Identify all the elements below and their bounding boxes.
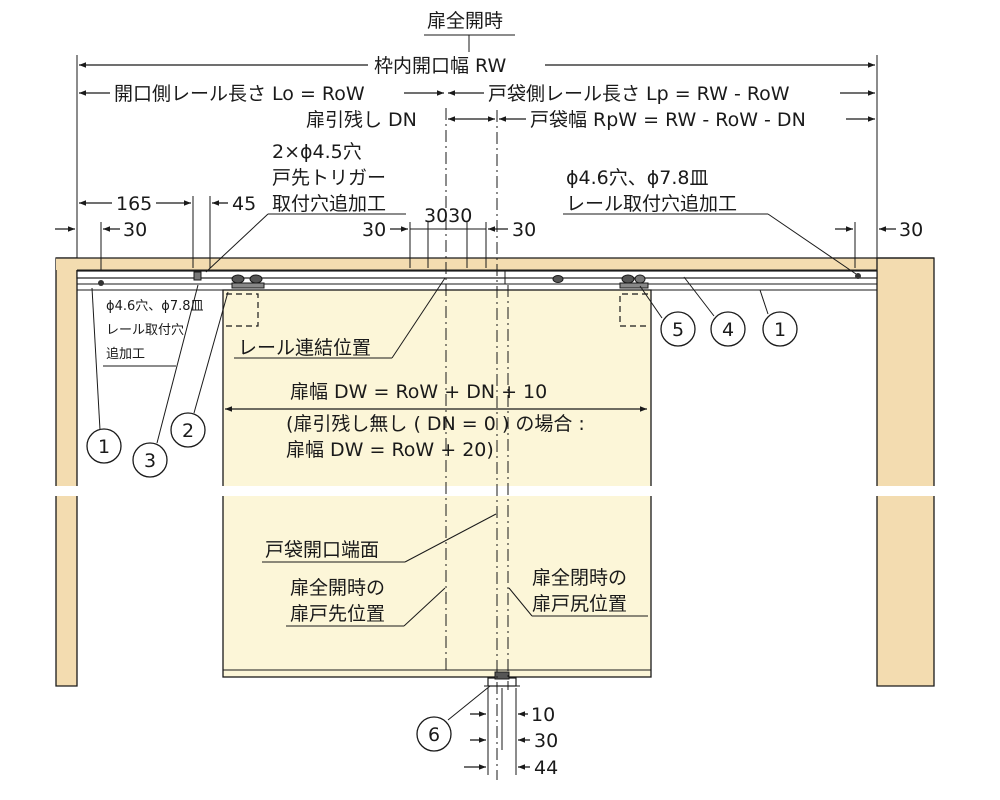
frame: [55, 257, 935, 687]
callout-1-right-number: 1: [774, 319, 786, 341]
dim-rw: 枠内開口幅 RW: [79, 55, 875, 77]
dim-30-mid-left-label: 30: [362, 219, 386, 241]
hanger-hardware: [98, 271, 861, 289]
dim-165-label: 165: [116, 193, 152, 215]
callout-1-right: 1: [759, 289, 798, 347]
callout-4: 4: [683, 276, 746, 347]
dim-45-label: 45: [232, 193, 256, 215]
dim-30-row: 30 30 3030 30 30: [55, 205, 923, 241]
frame-left-jamb: [55, 257, 78, 687]
callout-2: 2: [170, 291, 229, 448]
callout-5: 5: [639, 285, 696, 347]
callout-1-left: 1: [86, 287, 122, 464]
dim-30-left-label: 30: [123, 219, 147, 241]
dim-30-mid-right-label: 30: [512, 219, 536, 241]
trigger-line3: 取付穴追加工: [272, 193, 386, 215]
rail-joint-label: レール連結位置: [238, 337, 371, 359]
annotation-open-lead: 扉全開時の 扉戸先位置: [286, 577, 446, 627]
annotation-rail-hole-right: ϕ4.6穴、ϕ7.8皿 レール取付穴追加工: [563, 167, 857, 275]
top-rail: [76, 270, 878, 291]
dim-dn-rpw: 扉引残し DN 戸袋幅 RpW = RW - RoW - DN: [306, 109, 875, 131]
frame-right-jamb: [876, 257, 935, 687]
door-width-line3: 扉幅 DW = RoW + 20): [286, 439, 494, 461]
open-lead-line1: 扉全開時の: [290, 577, 385, 599]
trigger-line1: 2×ϕ4.5穴: [272, 141, 362, 163]
rail-hole-left-line2: レール取付穴: [106, 323, 184, 338]
annotation-pocket-face: 戸袋開口端面: [262, 513, 497, 563]
rail-hole-left-line3: 追加工: [106, 346, 145, 362]
dim-lo-lp: 開口側レール長さ Lo = RoW 戸袋側レール長さ Lp = RW - RoW: [79, 83, 875, 105]
door-width-line1: 扉幅 DW = RoW + DN + 10: [290, 381, 547, 403]
break-band: [40, 486, 960, 496]
annotation-rail-joint: レール連結位置: [234, 277, 446, 359]
callout-2-number: 2: [182, 420, 194, 442]
door-width-line2: (扉引残し無し ( DN = 0 ) の場合 :: [286, 413, 585, 435]
callout-3: 3: [132, 284, 199, 478]
rail-hole-right-line1: ϕ4.6穴、ϕ7.8皿: [566, 167, 709, 189]
annotation-rail-hole-left: ϕ4.6穴、ϕ7.8皿 レール取付穴 追加工: [103, 299, 204, 367]
dim-rpw-label: 戸袋幅 RpW = RW - RoW - DN: [530, 109, 806, 131]
frame-head: [56, 258, 934, 270]
rail-hole-right-line2: レール取付穴追加工: [566, 193, 737, 215]
dim-dn-label: 扉引残し DN: [306, 109, 417, 131]
dim-30-right-label: 30: [899, 219, 923, 241]
callout-6: 6: [416, 685, 491, 752]
floor-guide: [484, 671, 520, 687]
extension-lines: [76, 55, 878, 775]
open-lead-line2: 扉戸先位置: [290, 603, 385, 625]
dim-bottom: 10 30 44: [464, 704, 558, 779]
open-state-label: 扉全開時: [427, 10, 503, 32]
callout-6-number: 6: [428, 724, 440, 746]
annotation-closed-tail: 扉全閉時の 扉戸尻位置: [508, 567, 648, 617]
callout-1-left-number: 1: [98, 436, 110, 458]
annotation-door-width: 扉幅 DW = RoW + DN + 10 (扉引残し無し ( DN = 0 )…: [225, 381, 647, 461]
dim-10-label: 10: [531, 704, 555, 726]
rail-hole-left-line1: ϕ4.6穴、ϕ7.8皿: [106, 299, 204, 314]
dim-3030-label: 3030: [424, 205, 472, 227]
dim-30-bottom-label: 30: [534, 730, 558, 752]
closed-tail-line1: 扉全閉時の: [532, 567, 627, 589]
dim-lp-label: 戸袋側レール長さ Lp = RW - RoW: [488, 83, 790, 105]
dim-lo-label: 開口側レール長さ Lo = RoW: [114, 83, 365, 105]
trigger-line2: 戸先トリガー: [272, 167, 386, 189]
closed-tail-line2: 扉戸尻位置: [532, 593, 627, 615]
dim-165-45: 165 45: [79, 193, 256, 215]
dim-rw-label: 枠内開口幅 RW: [374, 55, 506, 77]
callout-4-number: 4: [722, 319, 734, 341]
pocket-face-label: 戸袋開口端面: [265, 539, 379, 561]
callout-3-number: 3: [144, 450, 156, 472]
callout-5-number: 5: [672, 319, 684, 341]
door-panel: [222, 289, 652, 678]
annotation-trigger-hole: 2×ϕ4.5穴 戸先トリガー 取付穴追加工: [205, 141, 406, 273]
dim-44-label: 44: [534, 757, 558, 779]
